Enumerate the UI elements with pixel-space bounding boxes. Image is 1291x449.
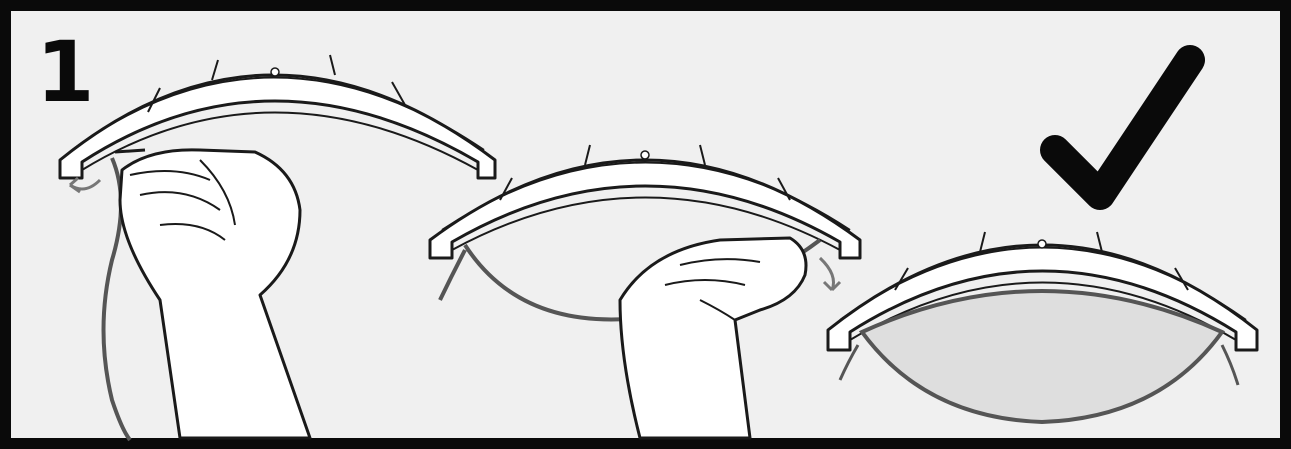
step-number: 1 — [36, 23, 95, 121]
rotate-arrow-icon-left — [69, 176, 102, 194]
cord-tail-left — [838, 344, 860, 381]
bracket-right — [826, 231, 1259, 352]
bracket-left — [58, 54, 497, 180]
hand-middle — [618, 236, 808, 440]
bracket-middle — [428, 144, 862, 260]
rotate-arrow-icon-middle — [818, 256, 842, 292]
cord-tail-right — [1220, 344, 1240, 386]
checkmark-icon — [1040, 45, 1205, 210]
hand-left — [114, 148, 312, 440]
cord-lens-right — [858, 289, 1226, 425]
